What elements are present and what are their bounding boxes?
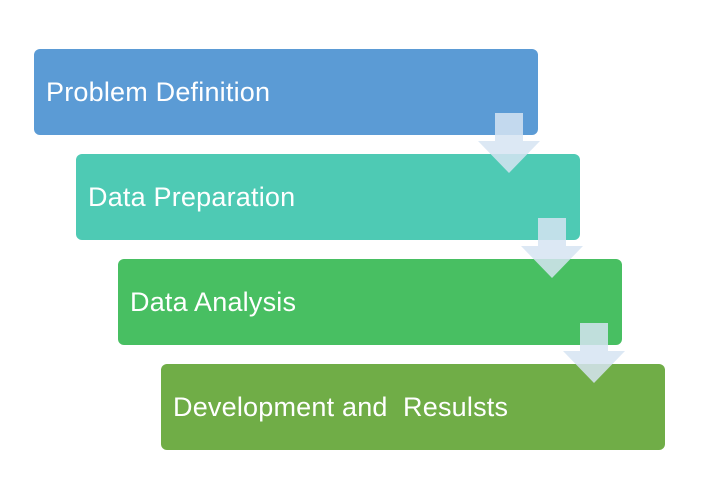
down-arrow-icon [563, 323, 625, 383]
step-label: Problem Definition [46, 76, 271, 107]
step-problem-definition: Problem Definition [34, 49, 538, 135]
step-development-and-results: Development and Resulsts [161, 364, 665, 450]
step-label: Data Preparation [88, 181, 296, 212]
down-arrow-icon [478, 113, 540, 173]
step-label: Data Analysis [130, 286, 297, 317]
down-arrow-icon [521, 218, 583, 278]
step-data-preparation: Data Preparation [76, 154, 580, 240]
step-data-analysis: Data Analysis [118, 259, 622, 345]
step-label: Development and Resulsts [173, 391, 509, 422]
